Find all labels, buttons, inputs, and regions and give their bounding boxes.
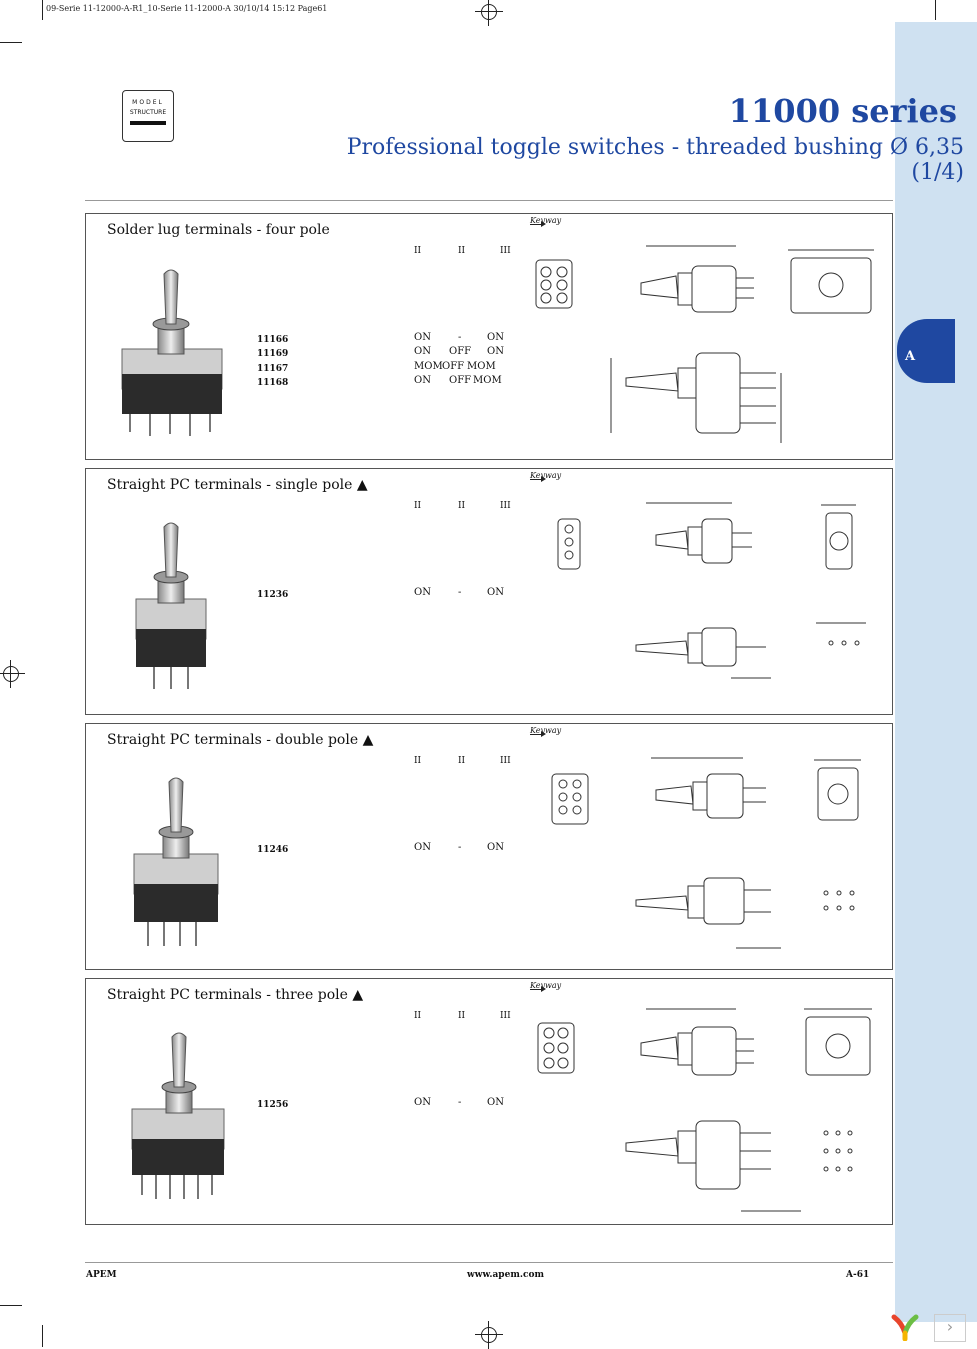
position-header: II xyxy=(414,1011,422,1021)
function-cell: ON xyxy=(487,332,504,343)
crop-mark xyxy=(42,0,43,20)
function-cell: ON xyxy=(487,1097,504,1108)
part-number: 11167 xyxy=(257,364,289,374)
position-header: III xyxy=(500,756,511,766)
position-header: III xyxy=(500,1011,511,1021)
section-title: Solder lug terminals - four pole xyxy=(107,222,330,238)
position-header: III xyxy=(500,246,511,256)
header-divider xyxy=(85,200,893,201)
part-number: 11169 xyxy=(257,349,289,359)
section-tab-letter: A xyxy=(905,349,916,364)
technical-drawing xyxy=(537,1008,872,1212)
function-cell: ON xyxy=(487,587,504,598)
product-section-double-pole: Straight PC terminals - double pole ▲ II… xyxy=(85,723,893,970)
function-cell: - xyxy=(458,332,462,343)
function-cell: OFF xyxy=(449,346,472,357)
function-cell: MOM xyxy=(473,375,502,386)
crop-mark xyxy=(0,1305,22,1306)
keyway-label: Keyway xyxy=(530,216,561,225)
page-subtitle: Professional toggle switches - threaded … xyxy=(346,135,964,185)
part-number: 11166 xyxy=(257,335,289,345)
keyway-arrow-icon xyxy=(530,476,546,482)
switch-photo xyxy=(121,269,223,436)
page-title: 11000 series xyxy=(728,92,957,130)
position-header: III xyxy=(500,501,511,511)
next-page-button[interactable]: › xyxy=(934,1314,966,1342)
model-structure-badge: MODEL STRUCTURE xyxy=(122,90,174,142)
product-section-four-pole: Solder lug terminals - four pole II II I… xyxy=(85,213,893,460)
function-cell: OFF xyxy=(449,375,472,386)
function-cell: ON xyxy=(414,1097,431,1108)
keyway-label: Keyway xyxy=(530,471,561,480)
print-slug: 09-Serie 11-12000-A-R1_10-Serie 11-12000… xyxy=(46,4,328,13)
product-section-single-pole: Straight PC terminals - single pole ▲ II… xyxy=(85,468,893,715)
switch-photo xyxy=(131,1032,225,1199)
function-cell: ON xyxy=(414,375,431,386)
function-cell: - xyxy=(458,842,462,853)
footer-url[interactable]: www.apem.com xyxy=(467,1270,544,1280)
structure-label: STRUCTURE xyxy=(129,109,167,116)
function-cell: - xyxy=(458,587,462,598)
keyway-arrow-icon xyxy=(530,731,546,737)
switch-photo xyxy=(135,522,207,689)
function-cell: MOM xyxy=(467,361,496,372)
product-section-three-pole: Straight PC terminals - three pole ▲ II … xyxy=(85,978,893,1225)
crop-mark xyxy=(935,0,936,20)
section-tab: A xyxy=(897,319,955,383)
footer-divider xyxy=(85,1262,893,1263)
part-number: 11236 xyxy=(257,590,289,600)
function-cell: ON xyxy=(414,587,431,598)
function-cell: ON xyxy=(414,332,431,343)
crop-mark xyxy=(42,1325,43,1347)
function-cell: ON xyxy=(414,346,431,357)
position-header: II xyxy=(458,1011,466,1021)
keyway-arrow-icon xyxy=(530,986,546,992)
badge-bar xyxy=(130,121,166,125)
function-cell: ON xyxy=(487,346,504,357)
position-header: II xyxy=(414,501,422,511)
technical-drawing xyxy=(557,502,866,679)
registration-mark-left xyxy=(0,660,25,688)
function-cell: ON xyxy=(487,842,504,853)
position-header: II xyxy=(414,246,422,256)
switch-photo xyxy=(133,777,219,946)
footer-brand: APEM xyxy=(86,1270,117,1280)
function-cell: - xyxy=(458,1097,462,1108)
page-number: A-61 xyxy=(846,1270,870,1280)
keyway-label: Keyway xyxy=(530,726,561,735)
section-title: Straight PC terminals - single pole ▲ xyxy=(107,477,368,493)
part-number: 11256 xyxy=(257,1100,289,1110)
position-header: II xyxy=(458,501,466,511)
function-cell: ON xyxy=(414,842,431,853)
technical-drawing xyxy=(535,245,874,443)
position-header: II xyxy=(414,756,422,766)
viewer-logo-icon[interactable] xyxy=(888,1313,922,1341)
technical-drawing xyxy=(551,757,861,949)
section-title: Straight PC terminals - double pole ▲ xyxy=(107,732,374,748)
side-color-bar xyxy=(895,22,977,1322)
registration-mark-top xyxy=(475,0,503,26)
part-number: 11168 xyxy=(257,378,289,388)
keyway-arrow-icon xyxy=(530,221,546,227)
model-label: MODEL xyxy=(132,99,164,106)
function-cell: MOM xyxy=(414,361,443,372)
registration-mark-bottom xyxy=(475,1321,503,1349)
position-header: II xyxy=(458,246,466,256)
position-header: II xyxy=(458,756,466,766)
part-number: 11246 xyxy=(257,845,289,855)
keyway-label: Keyway xyxy=(530,981,561,990)
function-cell: OFF xyxy=(442,361,465,372)
crop-mark xyxy=(0,42,22,43)
section-title: Straight PC terminals - three pole ▲ xyxy=(107,987,364,1003)
